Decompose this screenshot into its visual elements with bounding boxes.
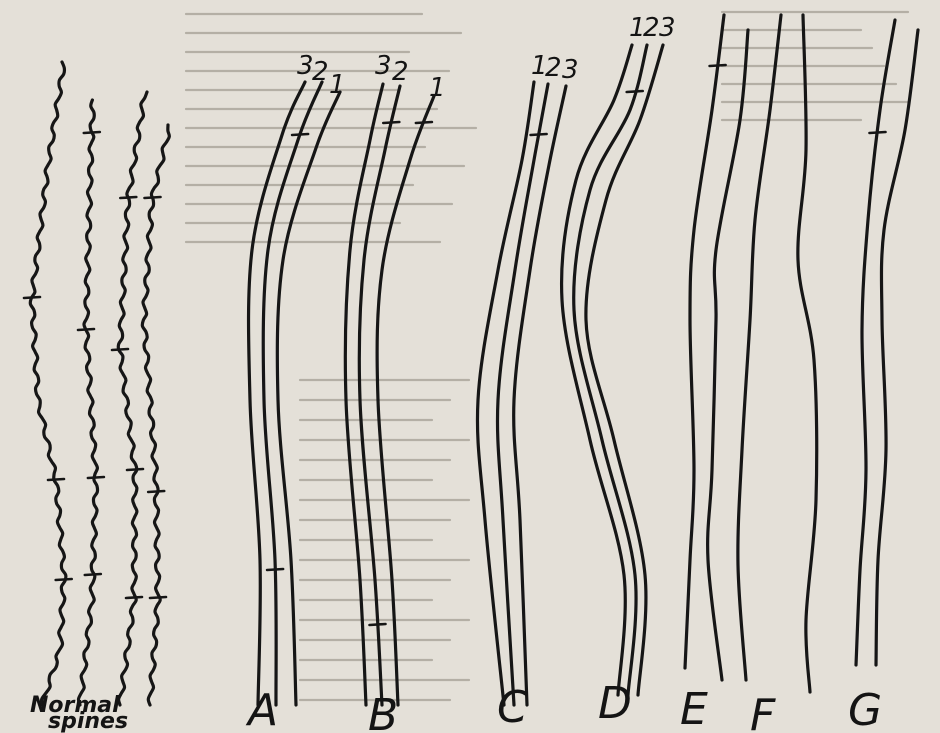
group-c-curve-3 [514, 86, 566, 705]
group-d-curve-2 [574, 45, 647, 695]
normal-spine-1-vertebra-mark-1 [24, 297, 40, 298]
group-f-curve-right [798, 15, 817, 692]
normal-spine-4-vertebra-mark-3 [150, 597, 166, 598]
panel-label-d: D [598, 678, 632, 729]
group-a-curve-2-vertebra-mark-2 [267, 569, 283, 570]
normal-spine-2-vertebra-mark-4 [85, 574, 101, 575]
curve-number-b-2: 2 [392, 57, 409, 87]
normal-spines-label-line2: spines [48, 709, 128, 733]
group-f-curve-left [738, 15, 781, 680]
panel-label-c: C [497, 682, 528, 733]
curve-number-c-2: 2 [545, 53, 562, 83]
curve-number-b-1: 1 [429, 73, 446, 103]
curve-number-c-3: 3 [562, 55, 579, 85]
panel-label-g: G [848, 685, 882, 733]
group-c-curve-1 [477, 82, 534, 705]
group-g-curve-left [856, 20, 895, 665]
group-e-curve-left-vertebra-mark-1 [710, 65, 726, 66]
normal-spine-2-vertebra-mark-1 [84, 132, 100, 133]
group-a-curve-2-vertebra-mark-1 [292, 134, 308, 135]
group-c-curve-2-vertebra-mark-1 [531, 134, 547, 135]
panel-label-f: F [750, 690, 776, 733]
normal-spine-3-vertebra-mark-3 [127, 469, 143, 470]
normal-spine-4-vertebra-mark-2 [148, 491, 164, 492]
normal-spine-4 [142, 125, 169, 705]
normal-spine-3-vertebra-mark-1 [120, 197, 136, 198]
curve-number-a-1: 1 [329, 70, 346, 100]
curve-number-b-3: 3 [375, 51, 392, 81]
group-e-curve-left [685, 15, 724, 668]
normal-spine-2 [78, 100, 97, 705]
normal-spine-1 [30, 62, 66, 705]
normal-spine-1-vertebra-mark-3 [56, 579, 72, 580]
spine-curves [24, 15, 918, 705]
group-b-curve-2-vertebra-mark-1 [383, 122, 399, 123]
normal-spine-2-vertebra-mark-3 [88, 477, 104, 478]
normal-spine-3 [118, 92, 147, 705]
group-g-curve-left-vertebra-mark-1 [870, 132, 886, 133]
normal-spine-4-vertebra-mark-1 [145, 197, 161, 198]
normal-spine-1-vertebra-mark-2 [48, 479, 64, 480]
curve-number-d-3: 3 [659, 13, 676, 43]
group-d-curve-2-vertebra-mark-1 [627, 91, 643, 92]
curve-number-d-2: 2 [643, 13, 660, 43]
normal-spine-2-vertebra-mark-2 [78, 329, 94, 330]
group-d-curve-1 [562, 45, 632, 695]
panel-label-a: A [245, 685, 278, 733]
normal-spine-3-vertebra-mark-4 [126, 597, 142, 598]
curve-number-a-2: 2 [312, 57, 329, 87]
group-g-curve-right [876, 30, 918, 665]
group-b-curve-2-vertebra-mark-2 [370, 624, 386, 625]
group-e-curve-right [708, 30, 748, 680]
panel-label-b: B [368, 690, 398, 733]
group-b-curve-1-vertebra-mark-1 [416, 122, 432, 123]
panel-label-e: E [680, 684, 708, 733]
normal-spine-3-vertebra-mark-2 [112, 349, 128, 350]
